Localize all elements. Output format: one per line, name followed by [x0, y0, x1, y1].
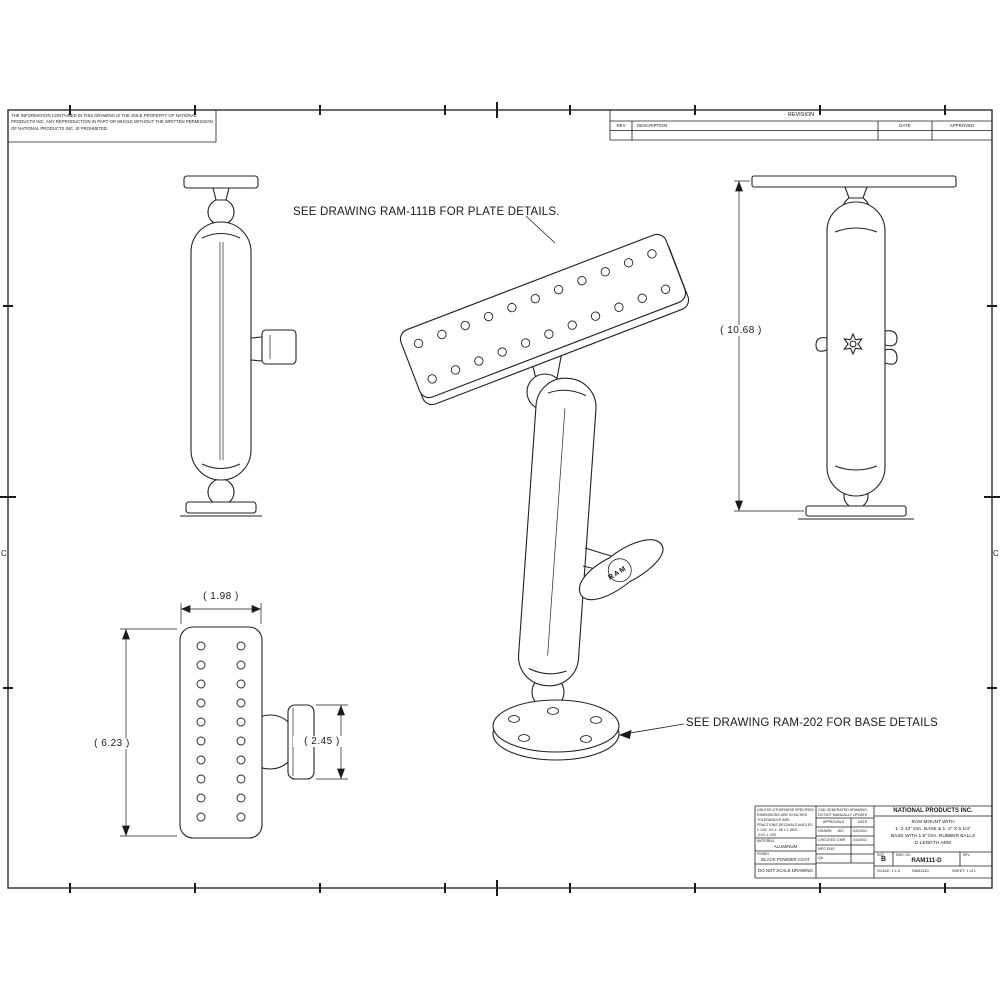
- finish-value: BLACK POWDER COAT: [761, 857, 810, 862]
- finish-label: FINISH: [757, 852, 769, 856]
- rev-label: REV.: [963, 853, 971, 857]
- mfg-eng-label: MFG ENG: [818, 847, 835, 851]
- iso-arm: [518, 377, 597, 687]
- dim-plate-length: ( 6.23 ): [84, 738, 140, 749]
- revision-col-approved: APPROVED: [949, 123, 975, 128]
- revision-table-title: REVISION: [787, 112, 815, 118]
- dwg-no-label: DWG. NO.: [896, 853, 912, 857]
- material-value: ALUMINUM: [773, 844, 798, 849]
- legal-notice: THE INFORMATION CONTAINED IN THIS DRAWIN…: [11, 113, 213, 131]
- plate-detail-note: SEE DRAWING RAM-111B FOR PLATE DETAILS.: [293, 206, 560, 218]
- iso-view: [399, 233, 690, 761]
- side-top-plate: [183, 175, 259, 189]
- dim-plate-width-lines: [180, 603, 262, 624]
- sheet-border: [0, 102, 1000, 896]
- note-leaders: [525, 215, 685, 740]
- no-scale-note: DO NOT SCALE DRAWING: [758, 868, 813, 873]
- front-view: [751, 175, 957, 520]
- tolerance-note: UNLESS OTHERWISE SPECIFIED DIMENSIONS AR…: [757, 808, 815, 838]
- front-base: [805, 505, 907, 517]
- cad-note: CAD GENERATED DRAWING, DO NOT MANUALLY U…: [818, 808, 868, 818]
- title-block-lines: [754, 805, 992, 879]
- side-arm: [190, 221, 252, 481]
- size-value: B: [880, 856, 887, 863]
- iso-plate: [399, 233, 687, 399]
- date-header: DATE: [857, 820, 868, 824]
- front-knob-wing-right: [884, 330, 898, 347]
- front-knob-wing-left: [815, 337, 828, 352]
- dim-plate-width: ( 1.98 ): [203, 591, 239, 602]
- company-name: NATIONAL PRODUCTS INC.: [893, 808, 973, 814]
- side-base: [185, 501, 257, 514]
- revision-table-lines: [609, 110, 992, 141]
- plate-view: [179, 626, 315, 839]
- side-view: [180, 175, 297, 517]
- legal-box-lines: [8, 110, 217, 143]
- iso-base: [492, 699, 620, 753]
- revision-col-date: DATE: [899, 123, 911, 128]
- plate-holes: [196, 641, 246, 822]
- front-top-plate: [751, 175, 957, 188]
- revision-col-rev: REV: [616, 123, 626, 128]
- checked-label: CHECKED: [818, 838, 836, 842]
- drawing-title: RAM MOUNT WITH 1- 2.43" DIA. BASE & 1- 2…: [890, 820, 976, 846]
- drawn-date: 04/20/01: [853, 829, 867, 833]
- side-knob: [261, 329, 297, 365]
- file-text: RAM111D: [912, 869, 929, 873]
- qa-label: QA: [818, 856, 824, 860]
- dim-overall-height-lines: [734, 180, 804, 512]
- dim-knob-length: ( 2.45 ): [293, 736, 351, 747]
- side-top-ball: [207, 198, 235, 226]
- sheet-text: SHEET: 1 of 1: [952, 869, 976, 873]
- zone-letter-right: C: [993, 549, 999, 558]
- drawn-by: JDC: [837, 829, 844, 833]
- plate-body: [179, 626, 263, 839]
- dim-overall-height: ( 10.68 ): [710, 325, 772, 336]
- zone-letter-left: C: [1, 549, 7, 558]
- dim-knob-length-lines: [316, 704, 348, 780]
- material-label: MATERIAL: [757, 839, 775, 843]
- checked-date: 04/20/01: [853, 838, 867, 842]
- size-label: SIZE: [877, 853, 885, 857]
- revision-col-description: DESCRIPTION: [637, 123, 668, 128]
- iso-knob: [579, 539, 664, 601]
- dwg-number: RAM111-D: [911, 857, 942, 864]
- scale-text: SCALE: 1:1.5: [877, 869, 901, 873]
- dim-plate-length-lines: [120, 628, 177, 837]
- base-detail-note: SEE DRAWING RAM-202 FOR BASE DETAILS: [686, 717, 938, 729]
- checked-by: CMR: [837, 838, 846, 842]
- drawn-label: DRAWN: [818, 829, 832, 833]
- approvals-header: APPROVALS: [822, 820, 845, 824]
- side-bottom-ball: [207, 478, 235, 506]
- front-arm: [826, 201, 886, 497]
